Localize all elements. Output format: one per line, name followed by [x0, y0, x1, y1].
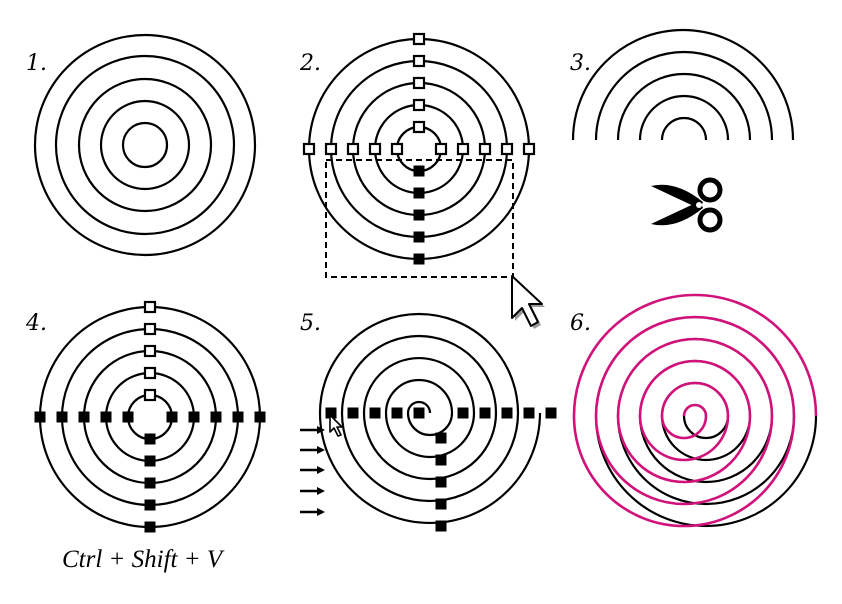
anchor-node: [434, 142, 448, 156]
anchor-node: [390, 142, 404, 156]
selected-node: [144, 499, 156, 511]
selected-node: [479, 407, 491, 419]
arrow-cursor-icon: [511, 275, 545, 329]
keyboard-shortcut-label: Ctrl + Shift + V: [62, 546, 225, 573]
selected-node: [34, 411, 46, 423]
ring-4: [99, 99, 191, 191]
anchor-node: [143, 388, 157, 402]
anchor-node: [143, 322, 157, 336]
selected-node: [254, 411, 266, 423]
right-arrow-icon: [300, 426, 325, 434]
ring-3: [77, 77, 213, 213]
anchor-node: [412, 120, 426, 134]
selected-node: [413, 407, 425, 419]
step-label-3: 3.: [570, 51, 591, 76]
selected-node: [501, 407, 513, 419]
selected-node: [78, 411, 90, 423]
step-4-nodes: [34, 300, 266, 533]
selection-marquee: [325, 159, 514, 278]
selected-node: [100, 411, 112, 423]
selected-node: [144, 455, 156, 467]
anchor-node: [412, 32, 426, 46]
step-1-concentric-circles: [33, 33, 257, 257]
anchor-node: [456, 142, 470, 156]
anchor-node: [412, 76, 426, 90]
step-5-join-spiral: [300, 312, 557, 532]
ring-1: [33, 33, 257, 257]
selected-node: [56, 411, 68, 423]
step-label-5: 5.: [300, 311, 321, 336]
anchor-node: [368, 142, 382, 156]
selected-node: [122, 411, 134, 423]
step-label-6: 6.: [570, 311, 591, 336]
right-arrow-icon: [300, 508, 325, 516]
ring-5: [121, 121, 169, 169]
step-3-cut-arcs: [571, 28, 795, 233]
anchor-node: [143, 300, 157, 314]
selected-node: [413, 253, 425, 265]
selected-node: [413, 231, 425, 243]
selected-node: [144, 433, 156, 445]
selected-node: [413, 209, 425, 221]
selected-node: [435, 520, 447, 532]
step-2-node-selection: [302, 32, 545, 329]
selected-node: [435, 476, 447, 488]
selected-node: [369, 407, 381, 419]
selected-node: [210, 411, 222, 423]
selected-node: [545, 407, 557, 419]
step-label-4: 4.: [25, 311, 47, 336]
selected-node: [144, 477, 156, 489]
step-6-final-spiral: [572, 293, 818, 528]
selected-node: [413, 165, 425, 177]
spiral-highlight-path: [572, 293, 818, 528]
selected-node: [166, 411, 178, 423]
arrow-cursor-icon: [329, 414, 343, 437]
right-arrow-icon: [300, 446, 325, 454]
selected-node: [435, 498, 447, 510]
ring-2: [54, 54, 236, 236]
anchor-node: [143, 366, 157, 380]
right-arrow-icon: [300, 487, 325, 495]
anchor-node: [302, 142, 316, 156]
selected-node: [435, 454, 447, 466]
anchor-node: [412, 98, 426, 112]
anchor-node: [143, 344, 157, 358]
selected-node: [232, 411, 244, 423]
anchor-node: [478, 142, 492, 156]
selected-node: [144, 521, 156, 533]
selected-node: [435, 432, 447, 444]
selected-node: [188, 411, 200, 423]
anchor-node: [500, 142, 514, 156]
selected-node: [457, 407, 469, 419]
anchor-node: [324, 142, 338, 156]
selected-node: [391, 407, 403, 419]
scissors-icon: [651, 177, 723, 233]
step-label-1: 1.: [26, 51, 47, 76]
selected-node: [347, 407, 359, 419]
anchor-node: [412, 54, 426, 68]
anchor-node: [346, 142, 360, 156]
anchor-node: [522, 142, 536, 156]
selected-node: [523, 407, 535, 419]
step-label-2: 2.: [299, 51, 321, 76]
right-arrow-icons: [300, 426, 325, 516]
selected-node: [413, 187, 425, 199]
right-arrow-icon: [300, 466, 325, 474]
spiral-path: [318, 312, 542, 525]
